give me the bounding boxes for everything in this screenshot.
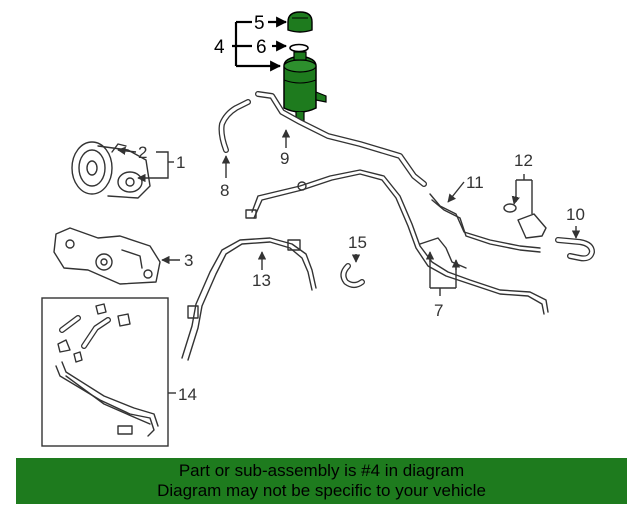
sub-assembly-14-parts[interactable] xyxy=(55,303,159,437)
callout-13: 13 xyxy=(252,271,271,290)
reservoir-cap[interactable] xyxy=(287,11,313,33)
callout-1: 1 xyxy=(176,153,185,172)
callout-bracket-4 xyxy=(232,16,288,72)
callout-11: 11 xyxy=(466,173,484,192)
callout-10: 10 xyxy=(566,205,585,224)
pipe-fitting[interactable] xyxy=(503,203,547,239)
cooler-line[interactable] xyxy=(419,193,541,269)
callout-15: 15 xyxy=(348,233,367,252)
pressure-line[interactable] xyxy=(245,169,549,315)
pressure-hose[interactable] xyxy=(181,237,317,361)
callout-8: 8 xyxy=(220,181,229,200)
fitment-banner: Part or sub-assembly is #4 in diagram Di… xyxy=(16,458,627,504)
callout-7: 7 xyxy=(434,301,443,320)
return-hose[interactable] xyxy=(555,237,595,262)
banner-line-2: Diagram may not be specific to your vehi… xyxy=(157,481,486,500)
suction-hose[interactable] xyxy=(218,99,251,153)
callout-3: 3 xyxy=(184,251,193,270)
callout-9: 9 xyxy=(280,149,289,168)
callout-2: 2 xyxy=(138,143,147,162)
callout-14: 14 xyxy=(178,385,197,404)
banner-line-1: Part or sub-assembly is #4 in diagram xyxy=(178,461,465,480)
callout-5: 5 xyxy=(254,13,265,34)
small-hose[interactable] xyxy=(340,263,365,288)
pump-bracket[interactable] xyxy=(53,227,161,285)
reservoir-o-ring[interactable] xyxy=(289,43,309,53)
parts-diagram: 4 5 6 2 1 3 8 9 xyxy=(41,11,595,447)
callout-12: 12 xyxy=(514,151,533,170)
return-pipe[interactable] xyxy=(255,91,427,187)
power-steering-reservoir[interactable] xyxy=(283,51,327,123)
callout-6: 6 xyxy=(256,37,267,58)
callout-4: 4 xyxy=(214,37,225,58)
